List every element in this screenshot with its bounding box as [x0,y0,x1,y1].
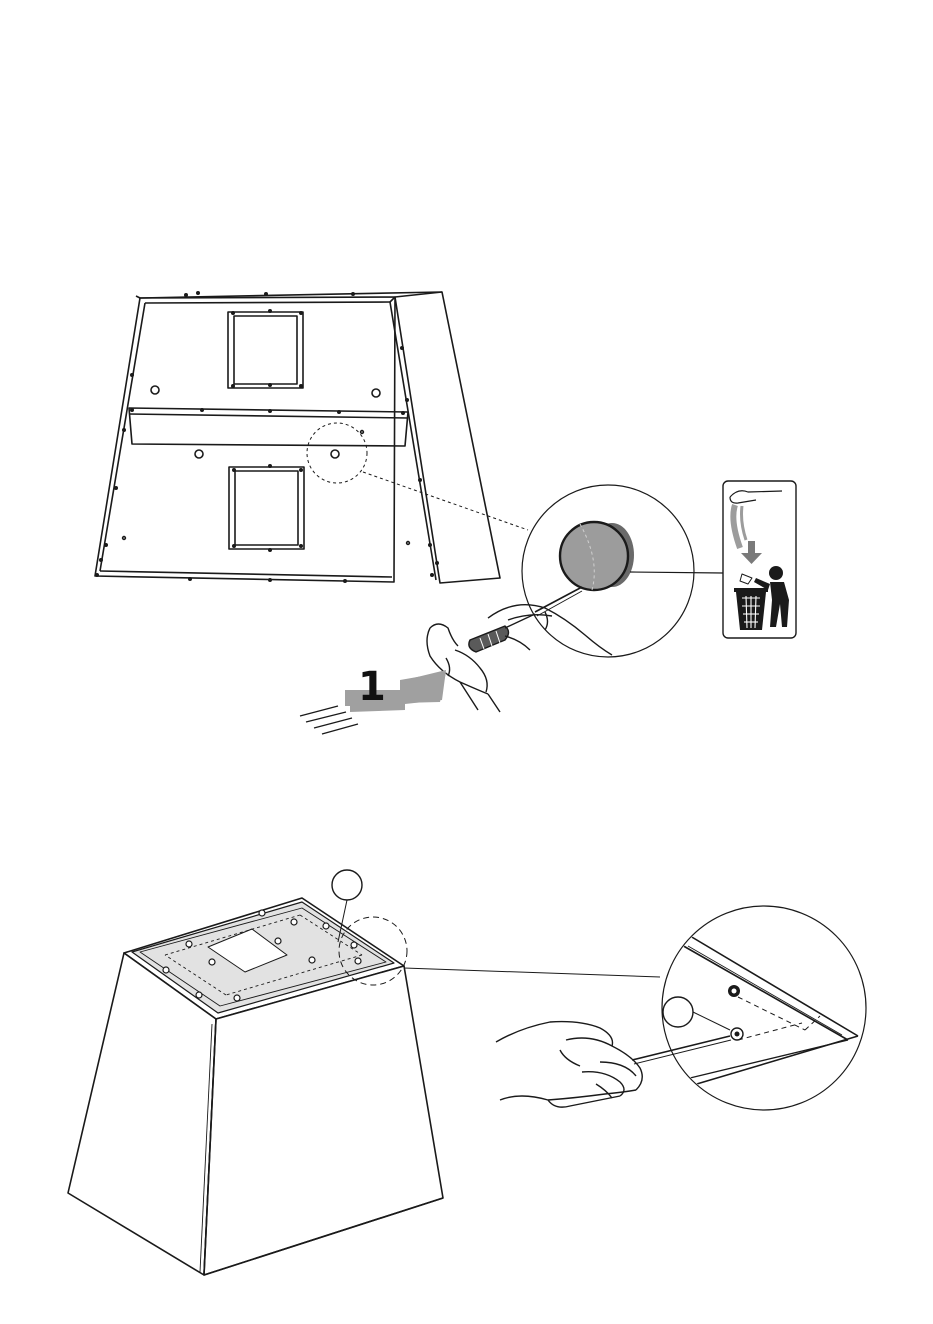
step-1-remove-sticker-figure: 1 [95,291,796,734]
screw [275,938,281,944]
screw [309,957,315,963]
sticker-to-icon-line [630,572,723,573]
step-arrow: 1 [300,664,446,734]
screw [351,942,357,948]
down-arrow-icon [741,541,762,564]
callout-bubble [663,997,693,1027]
screw [259,910,265,916]
screw [728,985,743,1040]
protective-sticker [560,522,634,590]
detail-marker-circle [307,423,367,483]
rivet-dots [95,291,439,583]
screw [323,923,329,929]
screw [196,992,202,998]
dispose-sticker-icon-panel [723,481,796,638]
detail-leader-line [363,472,528,530]
hand [496,1022,642,1108]
screwdriver [632,1036,731,1064]
callout-bubble [332,870,362,900]
step-2-top-plate-figure [68,870,866,1275]
screw [291,919,297,925]
hood-body-outline [95,292,500,583]
callout-leader [693,1012,730,1030]
screw [163,967,169,973]
screw [209,959,215,965]
step-number: 1 [358,664,386,710]
detail-leader-line [404,968,660,977]
screw [234,995,240,1001]
screw [186,941,192,947]
screw [355,958,361,964]
peel-sticker-icon [730,491,782,548]
